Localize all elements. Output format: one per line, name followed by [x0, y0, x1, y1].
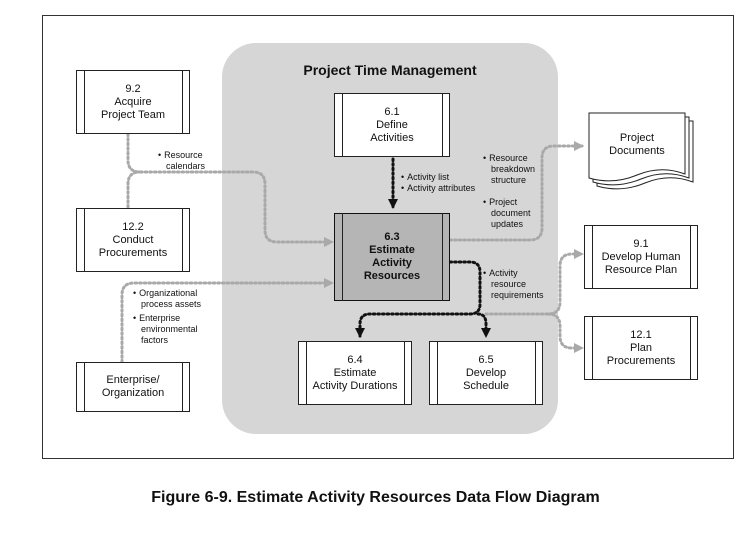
arrow-to-6-5: [476, 312, 491, 338]
box-enterprise-organization: Enterprise/Organization: [76, 362, 190, 412]
note-line: document: [491, 208, 531, 218]
arrow-to-12-1: [546, 312, 584, 353]
box-text-line: Schedule: [463, 379, 509, 392]
note-line: resource: [491, 279, 527, 289]
box-text-line: Resource Plan: [604, 263, 678, 276]
box-text-line: 9.1: [633, 237, 649, 250]
box-text-line: Define: [376, 118, 408, 131]
group-title: Project Time Management: [303, 62, 477, 78]
box-text-line: Project Team: [101, 108, 165, 121]
box-text-line: Estimate: [333, 366, 377, 379]
note-line: factors: [141, 335, 169, 345]
box-text-line: Project: [619, 132, 655, 144]
box-text-line: 9.2: [125, 82, 141, 95]
note-line: environmental: [141, 324, 198, 334]
box-text-line: Activities: [370, 131, 414, 144]
box-text-line: Acquire: [114, 95, 152, 108]
note-line: breakdown: [491, 164, 536, 174]
note-line: Project: [483, 197, 531, 208]
project-documents-shape: [588, 112, 694, 190]
diagram-frame: [42, 15, 734, 459]
note-line: Organizational: [133, 288, 201, 299]
note-line: calendars: [166, 161, 206, 171]
box-text-line: 6.4: [347, 353, 363, 366]
box-text-line: Resources: [363, 270, 421, 282]
box-text-line: 6.3: [384, 231, 400, 243]
arrow-9-2-to-6-3: [126, 132, 334, 247]
arrow-12-2-to-6-3: [126, 170, 142, 209]
arrow-enterprise-to-6-3: [120, 278, 334, 364]
box-text-line: Develop: [465, 366, 507, 379]
box-text-line: Develop Human: [601, 250, 681, 263]
note-line: Activity attributes: [401, 183, 475, 194]
box-text-line: Activity: [372, 257, 412, 269]
arrow-6-3-to-project-documents: [448, 141, 584, 242]
box-text-line: Conduct: [112, 233, 154, 246]
note-line: Activity list: [401, 172, 475, 183]
note-line: Activity: [483, 268, 544, 279]
box-text-line: Procurements: [606, 354, 676, 367]
box-text-line: Documents: [609, 145, 665, 157]
box-text-line: 6.1: [384, 105, 400, 118]
note-line: structure: [491, 175, 527, 185]
note-line: Resource: [158, 150, 205, 161]
note-line: requirements: [491, 290, 544, 300]
box-text-line: 12.2: [122, 220, 144, 233]
box-text-line: Plan: [629, 341, 653, 354]
note-line: Enterprise: [133, 313, 198, 324]
box-text-line: Procurements: [98, 246, 168, 259]
note-line: updates: [491, 219, 524, 229]
box-text-line: Enterprise/: [106, 374, 160, 386]
note-activity-list-attributes: Activity listActivity attributes: [401, 172, 475, 194]
box-text-line: 12.1: [630, 328, 652, 341]
box-text-line: Organization: [101, 387, 165, 399]
note-line: process assets: [141, 299, 202, 309]
box-text-line: Activity Durations: [312, 379, 398, 392]
box-text-line: 6.5: [478, 353, 494, 366]
figure-caption: Figure 6-9. Estimate Activity Resources …: [151, 489, 600, 506]
note-line: Resource: [483, 153, 535, 164]
box-text-line: Estimate: [369, 244, 415, 256]
arrow-6-3-down: [355, 260, 482, 338]
